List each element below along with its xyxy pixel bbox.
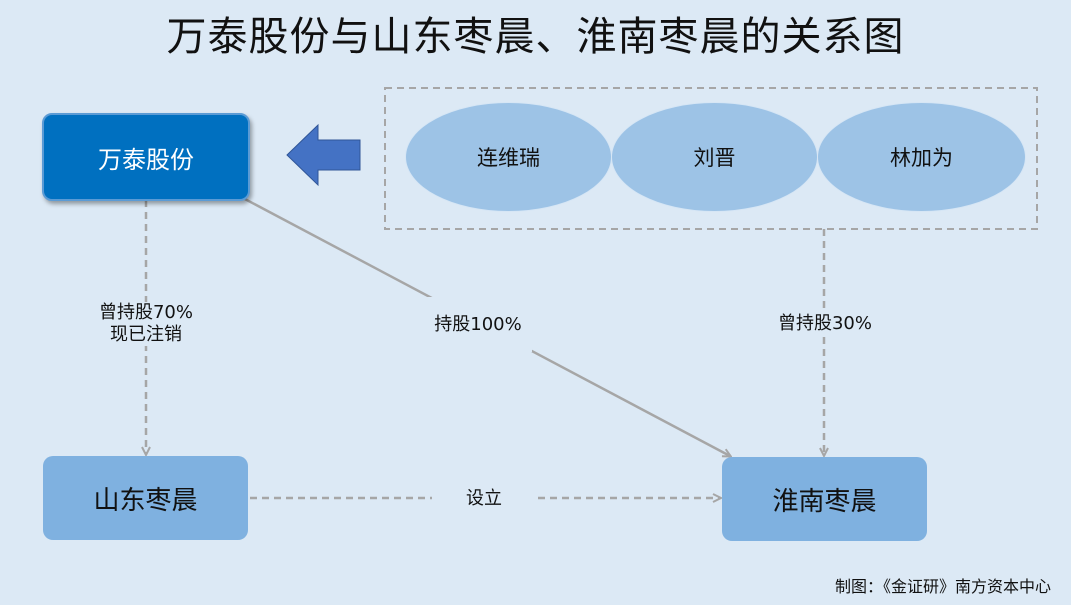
credit-text: 制图：《金证研》南方资本中心 xyxy=(834,577,1051,596)
arrow-left-icon xyxy=(286,123,361,187)
edge-label-wantai-shandong: 曾持股70% 现已注销 xyxy=(90,302,202,346)
person-ellipse-2: 刘晋 xyxy=(611,102,818,212)
node-huainan: 淮南枣晨 xyxy=(722,457,927,541)
edge-label-wantai-huainan: 持股100% xyxy=(424,297,532,352)
person-ellipse-1: 连维瑞 xyxy=(405,102,612,212)
person-ellipse-3: 林加为 xyxy=(817,102,1026,212)
edge-label-line2: 现已注销 xyxy=(110,324,182,345)
person-name-3: 林加为 xyxy=(890,146,953,170)
node-huainan-label: 淮南枣晨 xyxy=(772,486,877,517)
node-wantai: 万泰股份 xyxy=(42,113,250,201)
person-name-2: 刘晋 xyxy=(693,146,736,170)
node-shandong: 山东枣晨 xyxy=(43,456,248,540)
person-name-1: 连维瑞 xyxy=(477,146,540,170)
page-title: 万泰股份与山东枣晨、淮南枣晨的关系图 xyxy=(166,14,905,60)
edge-label-shandong-huainan: 设立 xyxy=(432,488,536,510)
node-wantai-label: 万泰股份 xyxy=(98,145,194,174)
edge-label-persons-huainan: 曾持股30% xyxy=(768,313,882,335)
edge-label-line1: 曾持股70% xyxy=(98,302,193,323)
node-shandong-label: 山东枣晨 xyxy=(93,485,198,516)
shareholder-group-border xyxy=(384,87,1038,230)
